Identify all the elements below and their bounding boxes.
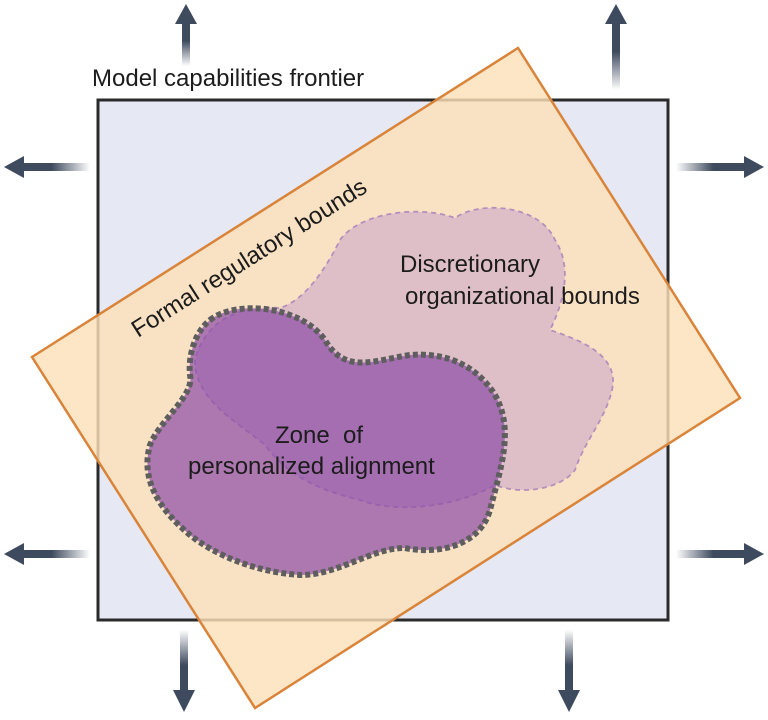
discretionary-label-line1: Discretionary <box>400 251 540 278</box>
zone-label-line2: personalized alignment <box>188 453 435 480</box>
frontier-label: Model capabilities frontier <box>92 65 364 92</box>
discretionary-label-line2: organizational bounds <box>405 283 640 310</box>
arrow-left-top-icon <box>4 156 90 178</box>
arrow-up-right-icon <box>605 4 627 90</box>
arrow-left-bottom-icon <box>4 543 90 565</box>
arrow-up-left-icon <box>175 4 197 66</box>
arrow-down-left-icon <box>173 630 195 712</box>
zone-label-line1a: Zone <box>275 422 330 449</box>
personalized-alignment-zone-blob <box>144 305 508 579</box>
arrow-down-right-icon <box>558 630 580 712</box>
arrow-right-bottom-icon <box>676 543 764 565</box>
zone-label-line1b: of <box>343 422 363 449</box>
arrow-right-top-icon <box>676 156 764 178</box>
